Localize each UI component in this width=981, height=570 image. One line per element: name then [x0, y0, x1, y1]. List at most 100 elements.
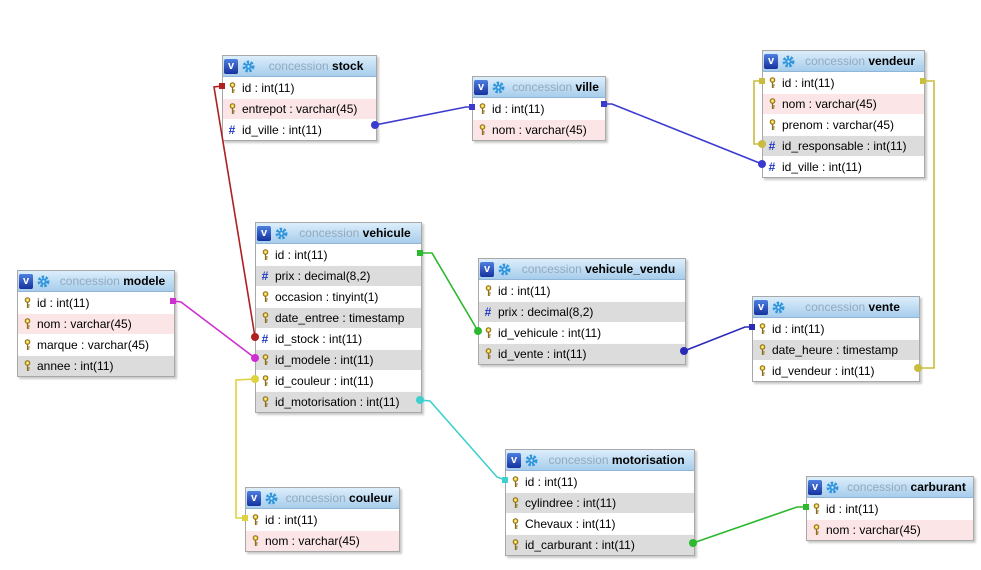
column-carburant-id[interactable]: id : int(11): [807, 498, 973, 519]
column-vehicule-id[interactable]: id : int(11): [256, 244, 421, 265]
column-modele-marque[interactable]: marque : varchar(45): [18, 334, 174, 355]
column-motorisation-id[interactable]: id : int(11): [506, 471, 694, 492]
column-ville-id[interactable]: id : int(11): [473, 98, 605, 119]
column-label: date_entree : timestamp: [275, 311, 405, 325]
key-icon: [766, 98, 778, 110]
column-vente-date_heure[interactable]: date_heure : timestamp: [753, 339, 919, 360]
key-icon: [259, 249, 271, 261]
column-vehicule_vendu-id_vehicule[interactable]: id_vehicule : int(11): [479, 322, 685, 343]
column-label: id_stock : int(11): [275, 332, 363, 346]
gear-icon[interactable]: [491, 80, 505, 94]
column-couleur-nom[interactable]: nom : varchar(45): [246, 530, 399, 551]
collapse-icon[interactable]: v: [19, 273, 33, 289]
collapse-icon[interactable]: v: [257, 225, 271, 241]
column-vehicule_vendu-id_vente[interactable]: id_vente : int(11): [479, 343, 685, 364]
column-label: id : int(11): [242, 81, 295, 95]
gear-icon[interactable]: [264, 491, 278, 505]
table-header[interactable]: v concession vehicule_vendu: [479, 259, 685, 280]
collapse-icon[interactable]: v: [808, 479, 822, 495]
table-title: concession modele: [53, 274, 172, 288]
collapse-icon[interactable]: v: [507, 452, 521, 468]
gear-icon[interactable]: [274, 226, 288, 240]
column-vendeur-id_responsable[interactable]: #id_responsable : int(11): [763, 135, 924, 156]
column-label: id_vente : int(11): [498, 347, 587, 361]
gear-icon[interactable]: [771, 300, 785, 314]
column-motorisation-cylindree[interactable]: cylindree : int(11): [506, 492, 694, 513]
column-vehicule-id_stock[interactable]: # id_stock : int(11): [256, 328, 421, 349]
key-icon: [21, 360, 33, 372]
schema-name: concession: [521, 262, 582, 276]
column-vendeur-prenom[interactable]: prenom : varchar(45): [763, 114, 924, 135]
key-icon: [509, 539, 521, 551]
column-motorisation-Chevaux[interactable]: Chevaux : int(11): [506, 513, 694, 534]
gear-icon[interactable]: [497, 262, 511, 276]
column-vehicule_vendu-prix[interactable]: #prix : decimal(8,2): [479, 301, 685, 322]
column-motorisation-id_carburant[interactable]: id_carburant : int(11): [506, 534, 694, 555]
column-modele-annee[interactable]: annee : int(11): [18, 355, 174, 376]
column-vendeur-id[interactable]: id : int(11): [763, 72, 924, 93]
column-vendeur-nom[interactable]: nom : varchar(45): [763, 93, 924, 114]
collapse-icon[interactable]: v: [754, 299, 768, 315]
collapse-icon[interactable]: v: [764, 53, 778, 69]
schema-name: concession: [59, 274, 120, 288]
column-vente-id_vendeur[interactable]: id_vendeur : int(11): [753, 360, 919, 381]
table-name: vehicule_vendu: [585, 262, 676, 276]
column-stock-id[interactable]: id : int(11): [223, 77, 376, 98]
column-label: id : int(11): [275, 248, 328, 262]
column-vehicule-id_motorisation[interactable]: id_motorisation : int(11): [256, 391, 421, 412]
gear-icon[interactable]: [781, 54, 795, 68]
collapse-icon[interactable]: v: [480, 261, 494, 277]
key-icon: [259, 312, 271, 324]
collapse-icon[interactable]: v: [247, 490, 261, 506]
column-vente-id[interactable]: id : int(11): [753, 318, 919, 339]
column-ville-nom[interactable]: nom : varchar(45): [473, 119, 605, 140]
column-stock-entrepot[interactable]: entrepot : varchar(45): [223, 98, 376, 119]
column-modele-id[interactable]: id : int(11): [18, 292, 174, 313]
column-carburant-nom[interactable]: nom : varchar(45): [807, 519, 973, 540]
column-stock-id_ville[interactable]: #id_ville : int(11): [223, 119, 376, 140]
key-icon: [756, 344, 768, 356]
column-vehicule-prix[interactable]: #prix : decimal(8,2): [256, 265, 421, 286]
column-vehicule-date_entree[interactable]: date_entree : timestamp: [256, 307, 421, 328]
column-vendeur-id_ville[interactable]: #id_ville : int(11): [763, 156, 924, 177]
table-header[interactable]: v concession modele: [18, 271, 174, 292]
gear-icon[interactable]: [241, 59, 255, 73]
column-vehicule_vendu-id[interactable]: id : int(11): [479, 280, 685, 301]
column-couleur-id[interactable]: id : int(11): [246, 509, 399, 530]
column-label: prenom : varchar(45): [782, 118, 895, 132]
collapse-icon[interactable]: v: [474, 79, 488, 95]
table-name: vente: [868, 300, 900, 314]
gear-icon[interactable]: [825, 480, 839, 494]
gear-icon[interactable]: [36, 274, 50, 288]
hash-icon: #: [261, 332, 269, 346]
table-modele[interactable]: v concession modele id : int(11)nom : varc…: [17, 270, 175, 377]
key-icon: [21, 318, 33, 330]
column-vehicule-occasion[interactable]: occasion : tinyint(1): [256, 286, 421, 307]
column-vehicule-id_modele[interactable]: id_modele : int(11): [256, 349, 421, 370]
schema-name: concession: [299, 226, 360, 240]
column-label: annee : int(11): [37, 359, 114, 373]
column-vehicule-id_couleur[interactable]: id_couleur : int(11): [256, 370, 421, 391]
column-modele-nom[interactable]: nom : varchar(45): [18, 313, 174, 334]
gear-icon[interactable]: [524, 453, 538, 467]
collapse-icon[interactable]: v: [224, 58, 238, 74]
key-icon: [21, 339, 33, 351]
